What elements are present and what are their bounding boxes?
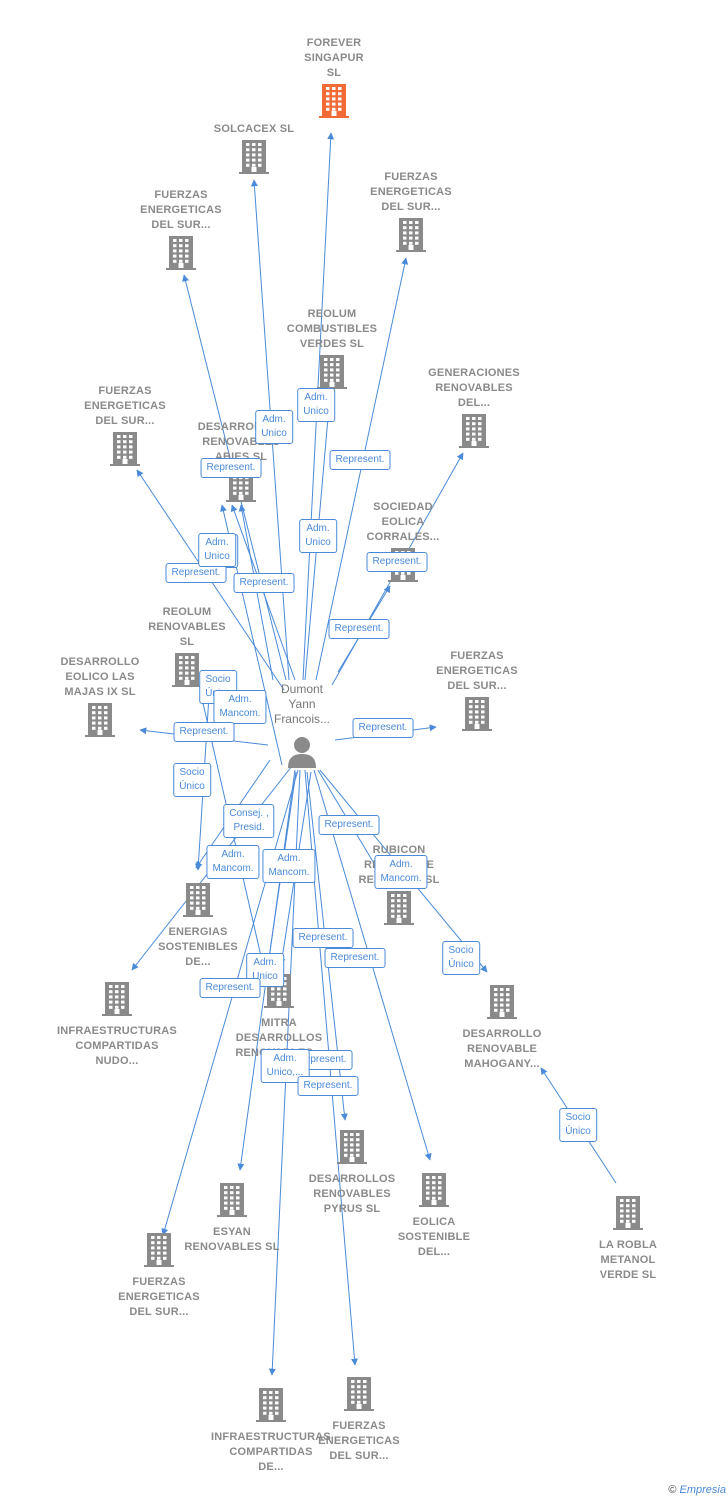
company-label: DESARROLLO RENOVABLE MAHOGANY... <box>462 1028 542 1070</box>
company-label: ESYAN RENOVABLES SL <box>184 1226 280 1253</box>
relation-label[interactable]: Adm. Unico,... <box>260 1049 310 1083</box>
relation-label[interactable]: Adm. Mancom. <box>262 849 316 883</box>
company-label: FOREVER SINGAPUR SL <box>304 37 364 79</box>
building-icon <box>172 653 202 692</box>
company-label: FUERZAS ENERGETICAS DEL SUR... <box>118 1276 200 1318</box>
company-node-pyrus[interactable]: DESARROLLOS RENOVABLES PYRUS SL <box>292 1127 412 1217</box>
company-label: FUERZAS ENERGETICAS DEL SUR... <box>370 171 452 213</box>
relation-label[interactable]: Adm. Unico <box>246 953 284 987</box>
building-icon <box>613 1196 643 1235</box>
relation-label[interactable]: Adm. Unico <box>255 410 293 444</box>
relation-label[interactable]: Adm. Unico <box>198 533 236 567</box>
company-node-majas[interactable]: DESARROLLO EOLICO LAS MAJAS IX SL <box>40 655 160 742</box>
building-icon <box>217 1183 247 1222</box>
company-node-infra_de[interactable]: INFRAESTRUCTURAS COMPARTIDAS DE... <box>211 1385 331 1475</box>
relation-label[interactable]: Adm. Unico <box>297 388 335 422</box>
company-label: REOLUM COMBUSTIBLES VERDES SL <box>286 308 378 350</box>
building-icon <box>337 1130 367 1169</box>
company-label: DESARROLLO EOLICO LAS MAJAS IX SL <box>60 656 140 698</box>
building-icon <box>462 697 492 736</box>
relation-label[interactable]: Represent. <box>352 718 414 738</box>
company-node-larobla[interactable]: LA ROBLA METANOL VERDE SL <box>568 1193 688 1283</box>
company-node-energias[interactable]: ENERGIAS SOSTENIBLES DE... <box>138 880 258 970</box>
company-node-fes5[interactable]: FUERZAS ENERGETICAS DEL SUR... <box>99 1230 219 1320</box>
company-label: REOLUM RENOVABLES SL <box>148 606 226 648</box>
company-label: ENERGIAS SOSTENIBLES DE... <box>158 926 238 968</box>
relation-label[interactable]: Represent. <box>292 928 354 948</box>
person-name: Dumont Yann Francois... <box>273 682 330 726</box>
copyright-symbol: © <box>668 1484 677 1496</box>
company-node-fes1[interactable]: FUERZAS ENERGETICAS DEL SUR... <box>121 188 241 275</box>
company-node-esyan[interactable]: ESYAN RENOVABLES SL <box>172 1180 292 1255</box>
company-label: INFRAESTRUCTURAS COMPARTIDAS DE... <box>211 1431 331 1473</box>
company-label: FUERZAS ENERGETICAS DEL SUR... <box>84 385 166 427</box>
relation-label[interactable]: Represent. <box>297 1076 359 1096</box>
relation-label[interactable]: Adm. Mancom. <box>213 690 267 724</box>
relation-label[interactable]: Represent. <box>200 458 262 478</box>
building-icon <box>459 414 489 453</box>
company-label: INFRAESTRUCTURAS COMPARTIDAS NUDO... <box>57 1025 177 1067</box>
relation-label[interactable]: Socio Único <box>173 763 211 797</box>
company-node-generaciones[interactable]: GENERACIONES RENOVABLES DEL... <box>414 366 534 453</box>
company-node-fes6[interactable]: FUERZAS ENERGETICAS DEL SUR... <box>299 1374 419 1464</box>
building-icon <box>317 355 347 394</box>
relation-label[interactable]: Socio Único <box>442 941 480 975</box>
company-node-fes3[interactable]: FUERZAS ENERGETICAS DEL SUR... <box>65 384 185 471</box>
person-icon <box>288 737 316 768</box>
edge-line <box>161 769 299 1236</box>
brand-name: Empresia <box>679 1484 726 1496</box>
company-label: FUERZAS ENERGETICAS DEL SUR... <box>318 1420 400 1462</box>
relation-label[interactable]: Represent. <box>329 450 391 470</box>
empresia-credit[interactable]: ©Empresia <box>668 1484 726 1496</box>
company-label: SOLCACEX SL <box>213 123 295 135</box>
building-icon <box>239 140 269 179</box>
relation-label[interactable]: Represent. <box>328 619 390 639</box>
building-icon <box>102 982 132 1021</box>
relation-label[interactable]: Represent. <box>233 573 295 593</box>
company-node-infra_nudo[interactable]: INFRAESTRUCTURAS COMPARTIDAS NUDO... <box>57 979 177 1069</box>
relation-label[interactable]: Represent. <box>324 948 386 968</box>
building-icon <box>487 985 517 1024</box>
company-node-eolica_sost[interactable]: EOLICA SOSTENIBLE DEL... <box>374 1170 494 1260</box>
relation-label[interactable]: Represent. <box>199 978 261 998</box>
relation-label[interactable]: Socio Único <box>559 1108 597 1142</box>
company-node-mahogany[interactable]: DESARROLLO RENOVABLE MAHOGANY... <box>442 982 562 1072</box>
relation-label[interactable]: Represent. <box>318 815 380 835</box>
building-icon <box>344 1377 374 1416</box>
building-icon <box>85 703 115 742</box>
relation-label[interactable]: Represent. <box>366 552 428 572</box>
relation-label[interactable]: Represent. <box>165 563 227 583</box>
company-label: FUERZAS ENERGETICAS DEL SUR... <box>140 189 222 231</box>
company-node-forever[interactable]: FOREVER SINGAPUR SL <box>274 36 394 123</box>
company-label: SOCIEDAD EOLICA CORRALES... <box>366 501 440 543</box>
relation-label[interactable]: Adm. Mancom. <box>374 855 428 889</box>
company-node-reolum_ren[interactable]: REOLUM RENOVABLES SL <box>127 605 247 692</box>
company-label: GENERACIONES RENOVABLES DEL... <box>428 367 520 409</box>
relation-label[interactable]: Adm. Mancom. <box>206 845 260 879</box>
building-icon <box>183 883 213 922</box>
building-icon-highlight <box>319 84 349 123</box>
building-icon <box>419 1173 449 1212</box>
company-node-fes2[interactable]: FUERZAS ENERGETICAS DEL SUR... <box>351 170 471 257</box>
building-icon <box>144 1233 174 1272</box>
company-node-fes4[interactable]: FUERZAS ENERGETICAS DEL SUR... <box>417 649 537 736</box>
person-node[interactable]: Dumont Yann Francois... <box>262 680 342 770</box>
relation-label[interactable]: Consej. , Presid. <box>223 804 275 838</box>
building-icon <box>110 432 140 471</box>
company-label: FUERZAS ENERGETICAS DEL SUR... <box>436 650 518 692</box>
building-icon <box>256 1388 286 1427</box>
relation-label[interactable]: Adm. Unico <box>299 519 337 553</box>
company-label: EOLICA SOSTENIBLE DEL... <box>397 1216 471 1258</box>
company-node-reolum_comb[interactable]: REOLUM COMBUSTIBLES VERDES SL <box>272 307 392 394</box>
company-node-corrales[interactable]: SOCIEDAD EOLICA CORRALES... <box>343 500 463 587</box>
company-label: LA ROBLA METANOL VERDE SL <box>598 1239 658 1281</box>
building-icon <box>166 236 196 275</box>
company-node-solcacex[interactable]: SOLCACEX SL <box>194 122 314 179</box>
building-icon <box>384 891 414 930</box>
relation-label[interactable]: Represent. <box>173 722 235 742</box>
company-label: DESARROLLOS RENOVABLES PYRUS SL <box>308 1173 396 1215</box>
building-icon <box>396 218 426 257</box>
